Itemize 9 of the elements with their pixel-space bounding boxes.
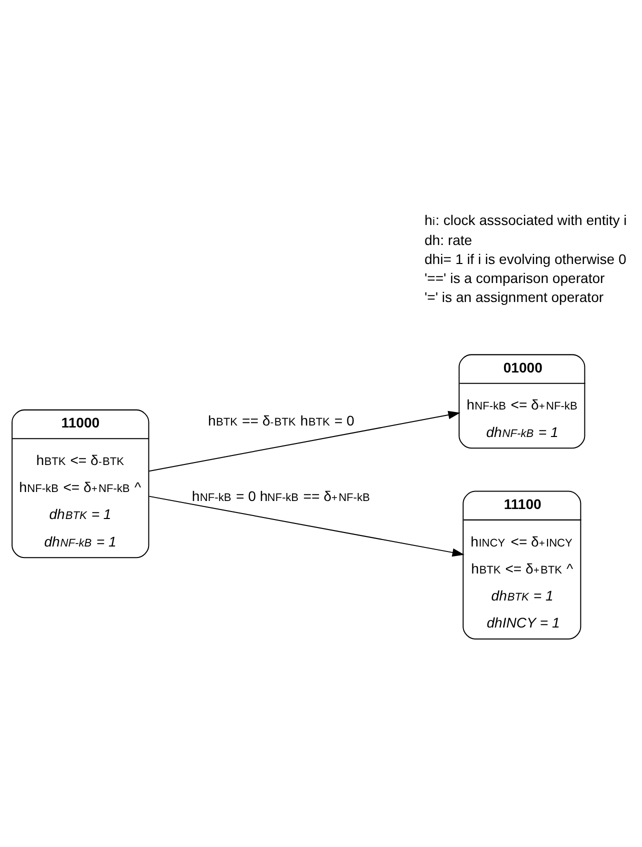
arrow [149, 496, 464, 557]
label: dh: rate [424, 232, 472, 248]
edge-label: hNF-kB = 0 hNF-kB == δ+NF-kB [192, 488, 370, 504]
edge-label: hBTK == δ-BTK hBTK = 0 [208, 412, 354, 429]
label: '=' is an assignment operator [424, 289, 604, 306]
arrow [149, 410, 460, 472]
label: '==' is a comparison operator [424, 270, 605, 286]
label: hi: clock asssociated with entity i [424, 212, 627, 228]
label: dhi= 1 if i is evolving otherwise 0 [424, 250, 626, 267]
